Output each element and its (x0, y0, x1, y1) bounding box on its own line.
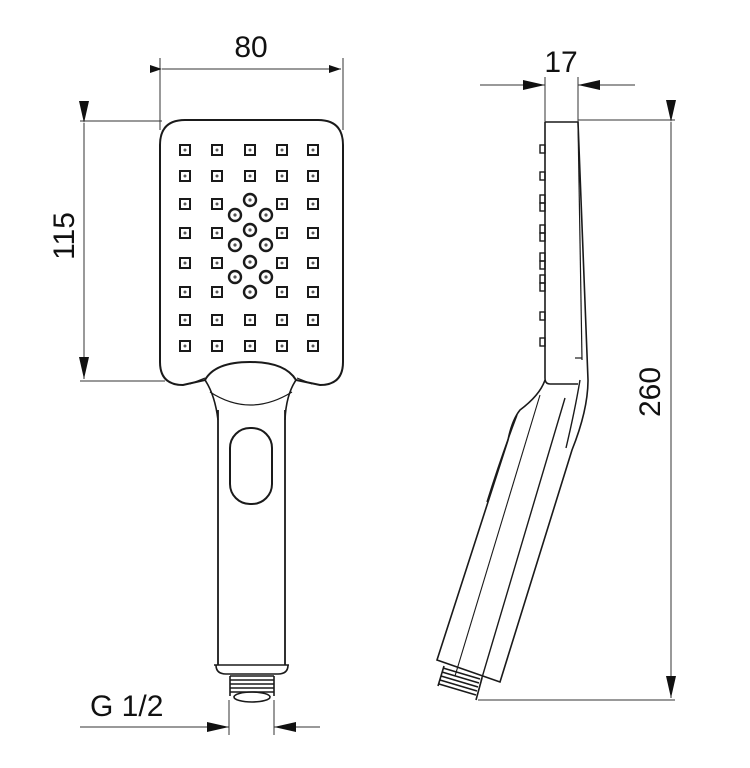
square-nozzle-grid (179, 144, 319, 352)
thread-connector (215, 664, 289, 703)
spray-button (229, 427, 273, 505)
front-view (159, 119, 344, 703)
side-handle-outline (435, 379, 589, 684)
thread-label: G 1/2 (90, 690, 163, 723)
side-nozzles (539, 144, 546, 347)
head-height-label: 115 (48, 212, 81, 260)
side-view (435, 121, 589, 701)
total-length-label: 260 (634, 367, 667, 417)
dimension-width (150, 58, 344, 130)
circular-nozzle-cluster (227, 192, 274, 300)
dimension-head-height (79, 101, 165, 382)
side-thread-connector (437, 665, 483, 701)
dimension-depth (480, 77, 635, 122)
dimension-thread (80, 700, 320, 735)
shower-head-outline (159, 119, 344, 387)
depth-label: 17 (544, 46, 577, 79)
dimension-total-length (478, 100, 676, 701)
handle-outline (217, 410, 286, 665)
width-label: 80 (234, 31, 267, 64)
neck-curve (209, 391, 293, 406)
